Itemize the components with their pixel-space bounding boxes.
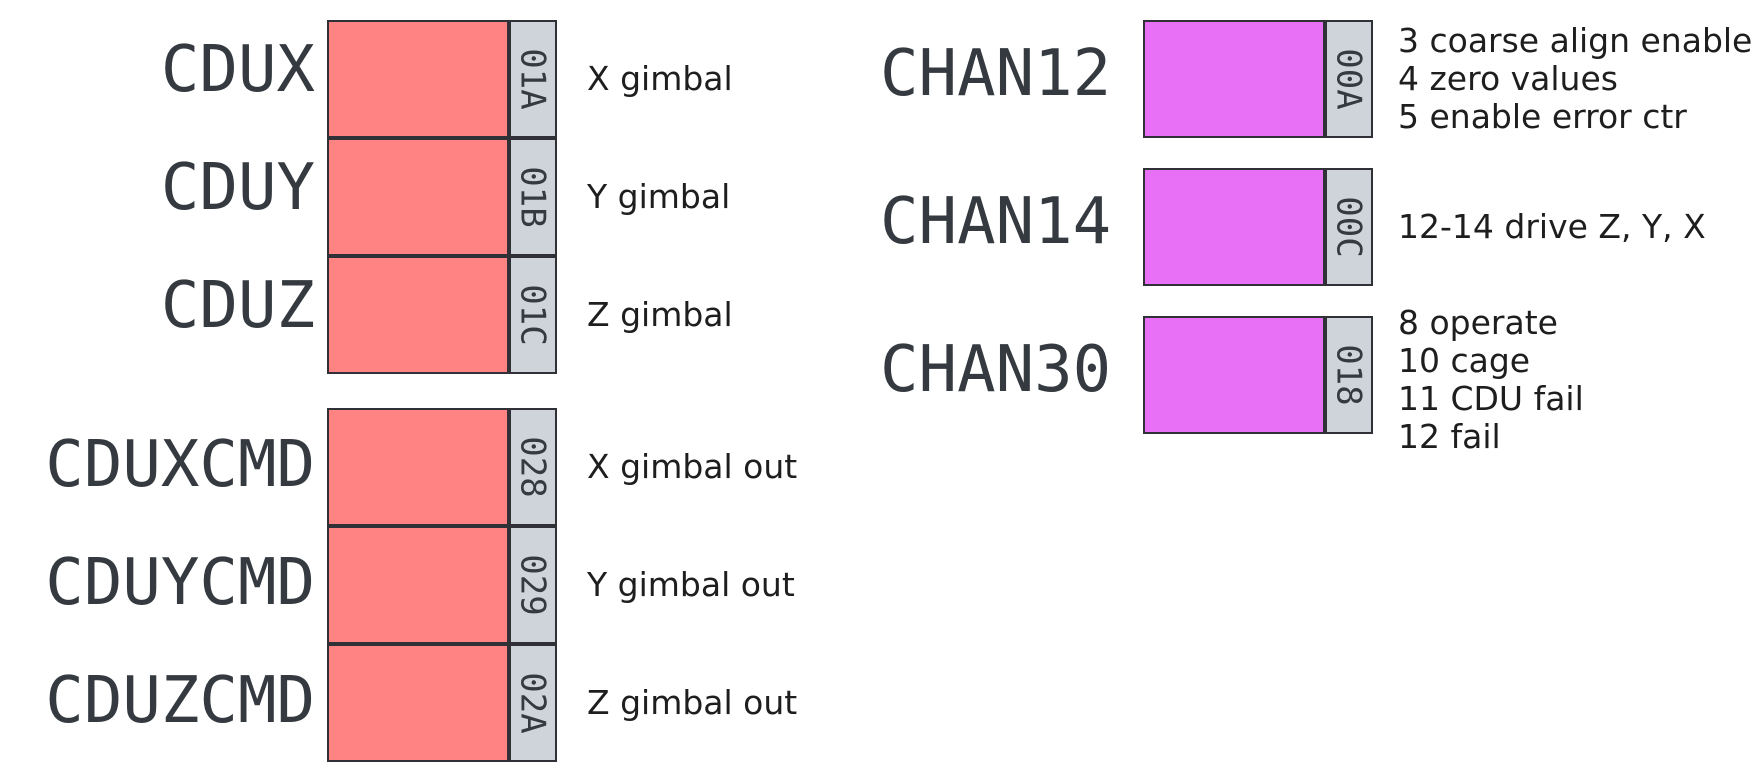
note-line: 12 fail [1398, 417, 1501, 456]
register-box [327, 644, 509, 762]
register-box [327, 20, 509, 138]
note-line: 12-14 drive Z, Y, X [1398, 207, 1706, 246]
register-description: X gimbal [587, 59, 733, 98]
register-name: CHAN30 [880, 333, 1112, 407]
register-box [327, 138, 509, 256]
address-label: 00A [1329, 48, 1370, 110]
register-description: Y gimbal out [587, 565, 795, 604]
register-name: CHAN12 [880, 37, 1112, 111]
register-description: Z gimbal out [587, 683, 798, 722]
address-tab: 028 [509, 408, 557, 526]
address-label: 02A [513, 672, 554, 734]
note-line: 8 operate [1398, 303, 1558, 342]
address-tab: 029 [509, 526, 557, 644]
register-name: CDUZCMD [45, 664, 315, 738]
register-box [327, 256, 509, 374]
register-name: CHAN14 [880, 185, 1112, 259]
address-tab: 01B [509, 138, 557, 256]
register-box [1143, 168, 1325, 286]
register-box [1143, 20, 1325, 138]
register-name: CDUXCMD [45, 428, 315, 502]
register-notes: 3 coarse align enable 4 zero values 5 en… [1398, 22, 1752, 136]
address-tab: 01A [509, 20, 557, 138]
register-name: CDUYCMD [45, 546, 315, 620]
register-name: CDUZ [160, 269, 315, 343]
note-line: 4 zero values [1398, 59, 1618, 98]
address-tab: 01C [509, 256, 557, 374]
register-description: Z gimbal [587, 295, 733, 334]
note-line: 5 enable error ctr [1398, 97, 1687, 136]
address-label: 01C [513, 284, 554, 346]
address-label: 01B [513, 166, 554, 228]
address-label: 029 [513, 554, 554, 616]
note-line: 11 CDU fail [1398, 379, 1584, 418]
register-box [1143, 316, 1325, 434]
address-label: 00C [1329, 196, 1370, 258]
register-box [327, 526, 509, 644]
register-name: CDUY [160, 151, 315, 225]
address-label: 01A [513, 48, 554, 110]
address-tab: 018 [1325, 316, 1373, 434]
address-tab: 02A [509, 644, 557, 762]
register-description: X gimbal out [587, 447, 798, 486]
note-line: 10 cage [1398, 341, 1531, 380]
address-tab: 00A [1325, 20, 1373, 138]
register-description: Y gimbal [587, 177, 731, 216]
register-notes: 8 operate 10 cage 11 CDU fail 12 fail [1398, 304, 1584, 456]
register-name: CDUX [160, 33, 315, 107]
address-label: 028 [513, 436, 554, 498]
address-label: 018 [1329, 344, 1370, 406]
address-tab: 00C [1325, 168, 1373, 286]
note-line: 3 coarse align enable [1398, 21, 1753, 60]
register-box [327, 408, 509, 526]
register-notes: 12-14 drive Z, Y, X [1398, 208, 1706, 246]
